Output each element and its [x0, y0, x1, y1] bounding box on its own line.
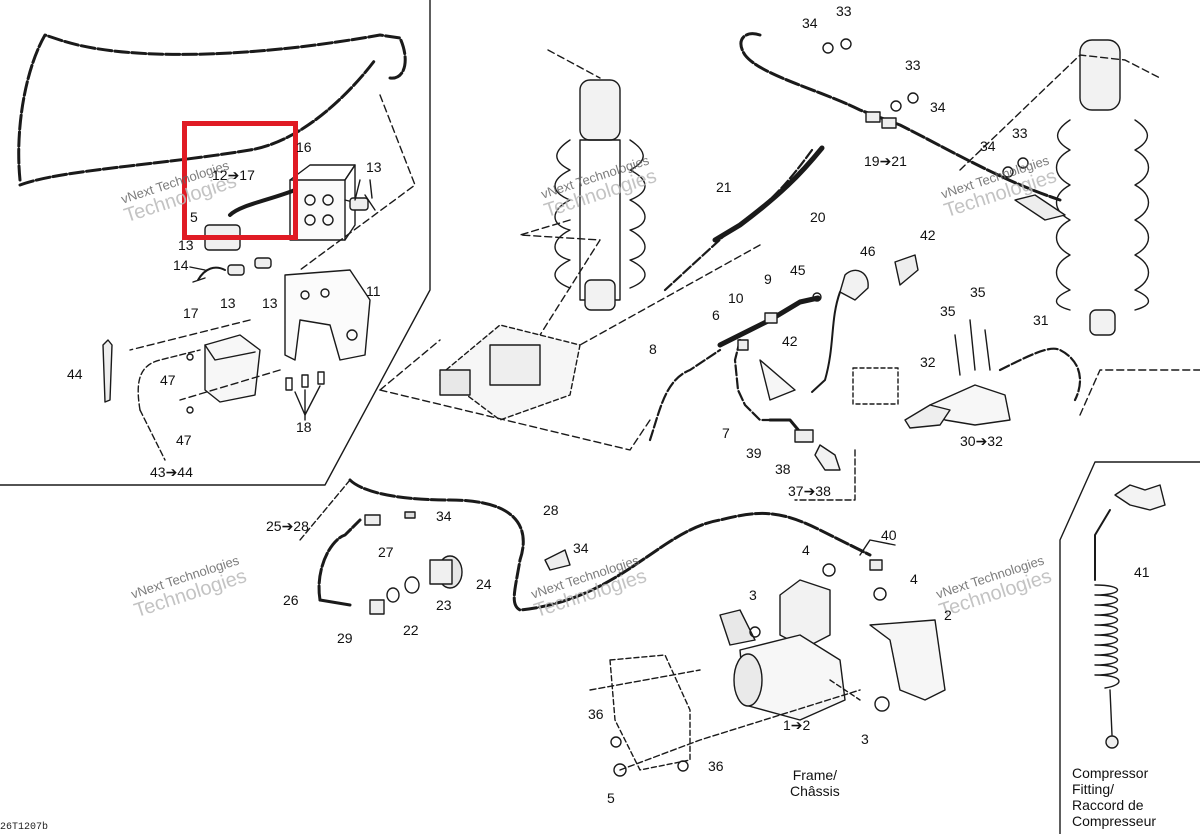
plug-24	[429, 555, 463, 589]
callout-label: 14	[173, 257, 189, 273]
callout-label: 13	[220, 295, 236, 311]
callout-label: 33	[905, 57, 921, 73]
callout-label: 5	[607, 790, 615, 806]
callout-label: 9	[764, 271, 772, 287]
callout-label: 26	[283, 592, 299, 608]
callout-label: 4	[802, 542, 810, 558]
callout-label: 11	[366, 283, 381, 299]
callout-label: 47	[160, 372, 176, 388]
callout-label: 46	[860, 243, 876, 259]
callout-label: 42	[782, 333, 798, 349]
right-inset-border	[1059, 461, 1200, 834]
compressor-fitting-note: Compressor Fitting/ Raccord de Compresse…	[1072, 765, 1157, 829]
callout-label: 25➔28	[266, 518, 309, 534]
callout-label: 28	[543, 502, 559, 518]
callout-label: 2	[944, 607, 952, 623]
drawing-code: 26T1207b	[0, 822, 49, 833]
callout-label: 36	[708, 758, 724, 774]
callout-label: 4	[910, 571, 918, 587]
callout-label: 45	[790, 262, 806, 278]
callout-label: 24	[476, 576, 492, 592]
callout-label: 34	[802, 15, 818, 31]
callout-label: 39	[746, 445, 762, 461]
callout-label: 44	[67, 366, 83, 382]
callout-label: 19➔21	[864, 153, 907, 169]
callout-label: 32	[920, 354, 936, 370]
callout-label: 31	[1033, 312, 1049, 328]
callout-label: 20	[810, 209, 826, 225]
callout-label: 3	[861, 731, 869, 747]
callout-label: 18	[296, 419, 312, 435]
callout-label: 27	[378, 544, 394, 560]
callout-label: 34	[436, 508, 452, 524]
callout-label: 6	[712, 307, 720, 323]
callout-label: 16	[296, 139, 312, 155]
callout-label: 47	[176, 432, 192, 448]
callout-label: 34	[980, 138, 996, 154]
manifold-center	[439, 324, 581, 421]
callout-label: 10	[728, 290, 744, 306]
callout-label: 34	[930, 99, 946, 115]
callout-label: 5	[190, 209, 198, 225]
callout-label: 33	[1012, 125, 1028, 141]
shock-left	[554, 79, 646, 311]
callout-label: 21	[716, 179, 732, 195]
callout-label: 3	[749, 587, 757, 603]
callout-label: 23	[436, 597, 452, 613]
callout-label: 8	[649, 341, 657, 357]
callout-label: 30➔32	[960, 433, 1003, 449]
callout-label: 36	[588, 706, 604, 722]
callout-label: 35	[970, 284, 986, 300]
callout-label: 37➔38	[788, 483, 831, 499]
compressor-assembly	[609, 579, 946, 771]
callout-label: 34	[573, 540, 589, 556]
callout-label: 13	[366, 159, 382, 175]
inset-border	[0, 0, 431, 486]
coil-41	[1094, 584, 1120, 749]
highlight-box	[182, 121, 298, 240]
callout-label: 12➔17	[212, 167, 255, 183]
valve-block	[289, 164, 356, 241]
callout-label: 22	[403, 622, 419, 638]
callout-label: 29	[337, 630, 353, 646]
callout-label: 42	[920, 227, 936, 243]
callout-label: 38	[775, 461, 791, 477]
frame-note: Frame/ Châssis	[790, 767, 840, 799]
callout-label: 35	[940, 303, 956, 319]
callout-label: 43➔44	[150, 464, 193, 480]
callout-label: 41	[1134, 564, 1150, 580]
callout-label: 33	[836, 3, 852, 19]
callout-label: 40	[881, 527, 897, 543]
callout-label: 17	[183, 305, 199, 321]
callout-label: 1➔2	[783, 717, 811, 733]
callout-label: 13	[178, 237, 194, 253]
callout-label: 13	[262, 295, 278, 311]
callout-label: 7	[722, 425, 730, 441]
bolts-18	[285, 371, 325, 391]
shock-right	[1055, 39, 1150, 336]
